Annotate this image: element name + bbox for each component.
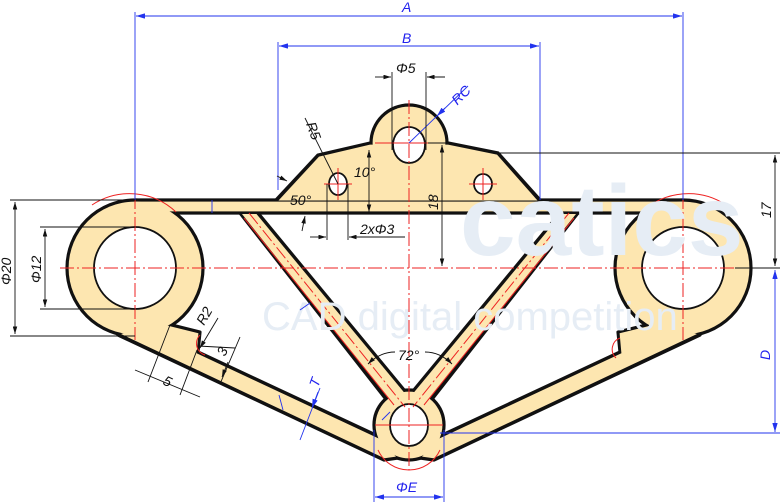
dim-E-label: ΦE — [396, 479, 418, 495]
dimension-72deg: 72° — [367, 347, 453, 365]
dim-50deg-label: 50° — [290, 192, 312, 208]
dim-T-label: T — [306, 374, 324, 389]
dimension-B: B — [277, 30, 541, 200]
dimension-A: A — [134, 0, 684, 200]
dimension-18: 18 — [425, 142, 452, 266]
dimension-E: ΦE — [373, 430, 445, 502]
dimension-17: 17 — [500, 152, 780, 269]
dim-R2-label: R2 — [193, 304, 216, 328]
dimension-dia12: Φ12 — [28, 226, 135, 310]
dimension-dia5: Φ5 — [375, 60, 445, 150]
watermark-logo: catics — [460, 165, 744, 277]
dim-18-label: 18 — [425, 194, 441, 210]
dim-5-label: 5 — [161, 372, 175, 390]
dim-RC-label: RC — [448, 81, 474, 107]
dimension-angles-top: 10° 50° — [276, 150, 376, 232]
dim-2xdia3-label: 2xΦ3 — [359, 221, 395, 237]
watermark: catics CAD digital competition — [262, 165, 744, 339]
dim-3-label: 3 — [213, 344, 231, 358]
dim-A-label: A — [401, 0, 411, 15]
dim-D-label: D — [757, 350, 773, 360]
dim-17-label: 17 — [758, 201, 774, 218]
dimension-R2: R2 — [193, 304, 219, 349]
dimension-R5: R5 — [303, 117, 339, 185]
dim-dia5-label: Φ5 — [396, 60, 416, 76]
part-body — [68, 106, 750, 459]
dim-dia12-label: Φ12 — [28, 255, 44, 283]
dimension-dia20: Φ20 — [0, 199, 135, 337]
watermark-text: CAD digital competition — [262, 295, 678, 339]
dim-10deg-label: 10° — [354, 164, 376, 180]
dim-R5-label: R5 — [303, 120, 324, 142]
dim-B-label: B — [402, 30, 411, 46]
dimension-2xdia3: 2xΦ3 — [310, 184, 405, 240]
dim-dia20-label: Φ20 — [0, 257, 14, 285]
dim-72deg-label: 72° — [398, 347, 420, 363]
dimension-D: D — [440, 270, 780, 434]
